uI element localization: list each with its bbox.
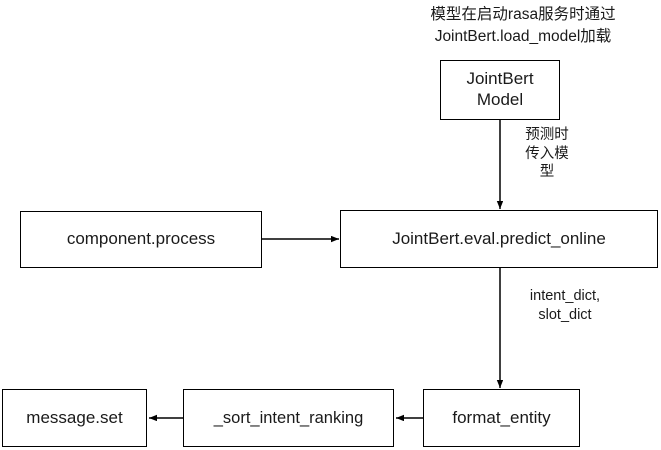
- node-sort-intent-ranking[interactable]: _sort_intent_ranking: [183, 389, 394, 447]
- edge-label-pass-model-at-predict: 预测时 传入模 型: [525, 127, 569, 181]
- node-predict-online[interactable]: JointBert.eval.predict_online: [340, 210, 658, 268]
- node-message-set[interactable]: message.set: [2, 389, 147, 447]
- node-component-process[interactable]: component.process: [20, 211, 262, 268]
- edge-label-intent-slot-dicts: intent_dict, slot_dict: [529, 288, 601, 323]
- node-jointbert-model[interactable]: JointBert Model: [440, 60, 560, 120]
- node-format-entity[interactable]: format_entity: [423, 389, 580, 447]
- annotation-load-model: 模型在启动rasa服务时通过 JointBert.load_model加载: [430, 6, 616, 46]
